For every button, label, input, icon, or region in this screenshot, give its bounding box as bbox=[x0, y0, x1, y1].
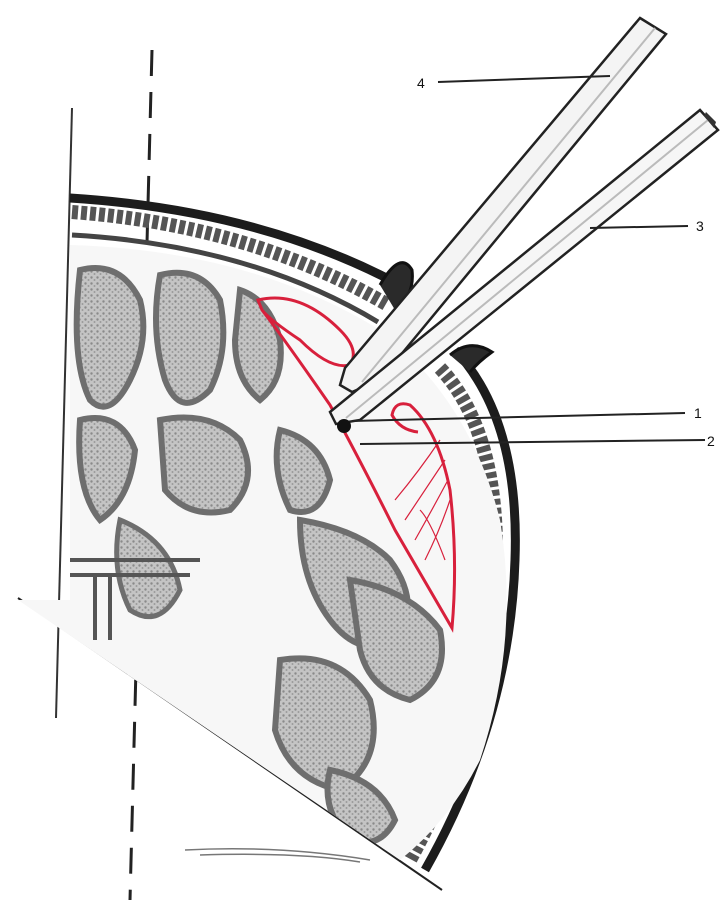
brain-gyri bbox=[0, 240, 560, 900]
burr-hole-edge-right bbox=[450, 346, 492, 372]
label-1: 1 bbox=[694, 405, 702, 421]
leader-line-3 bbox=[590, 226, 688, 228]
leader-line-4 bbox=[438, 76, 610, 82]
label-4: 4 bbox=[417, 75, 425, 91]
label-3: 3 bbox=[696, 218, 704, 234]
catheter-tip bbox=[337, 419, 351, 433]
pencil-marks bbox=[185, 849, 370, 862]
label-2: 2 bbox=[707, 433, 715, 449]
